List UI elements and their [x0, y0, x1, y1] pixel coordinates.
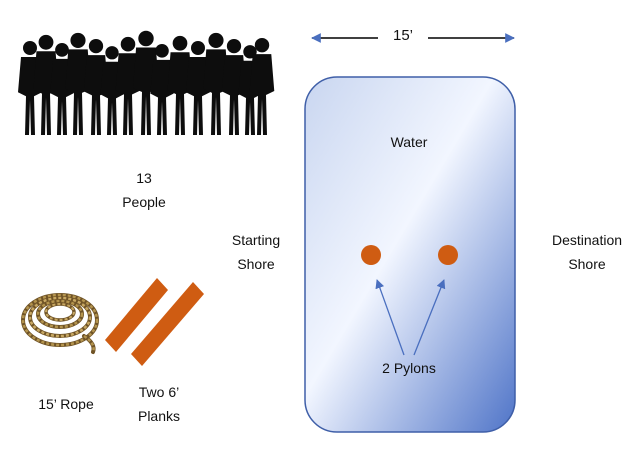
pylon-left	[361, 245, 381, 265]
water-area	[304, 76, 516, 433]
starting-shore-line1: Starting	[231, 232, 281, 248]
person-silhouette	[167, 35, 193, 135]
people-crowd-silhouette	[18, 30, 275, 136]
people-count: 13	[136, 170, 152, 186]
pylon-pointer-arrow-left	[375, 279, 405, 356]
water-label: Water	[374, 130, 444, 154]
starting-shore-label: Starting Shore	[216, 228, 296, 276]
dimension-label: 15’	[383, 24, 423, 48]
rope-coil-icon	[21, 293, 99, 354]
pylon-pointer-arrow-right	[413, 279, 446, 356]
planks-line1: Two 6’	[138, 384, 180, 400]
pylons-label: 2 Pylons	[364, 356, 454, 380]
people-label: 13 People	[104, 166, 184, 214]
person-silhouette	[203, 32, 229, 135]
people-word: People	[122, 194, 166, 210]
destination-shore-label: Destination Shore	[542, 228, 632, 276]
person-silhouette	[83, 38, 109, 135]
starting-shore-line2: Shore	[237, 256, 275, 272]
rope-label: 15’ Rope	[26, 392, 106, 416]
planks-label: Two 6’ Planks	[124, 380, 194, 428]
person-silhouette	[65, 32, 91, 135]
person-silhouette	[186, 41, 210, 135]
pylon-right	[438, 245, 458, 265]
water-text: Water	[390, 134, 428, 150]
planks-icon	[105, 278, 204, 366]
rope-text: 15’ Rope	[38, 396, 94, 412]
destination-shore-line1: Destination	[551, 232, 623, 248]
person-silhouette	[150, 44, 174, 135]
planks-line2: Planks	[137, 408, 181, 424]
dimension-text: 15’	[392, 27, 414, 44]
destination-shore-line2: Shore	[568, 256, 606, 272]
pylons-text: 2 Pylons	[382, 360, 436, 376]
person-silhouette	[249, 37, 275, 135]
